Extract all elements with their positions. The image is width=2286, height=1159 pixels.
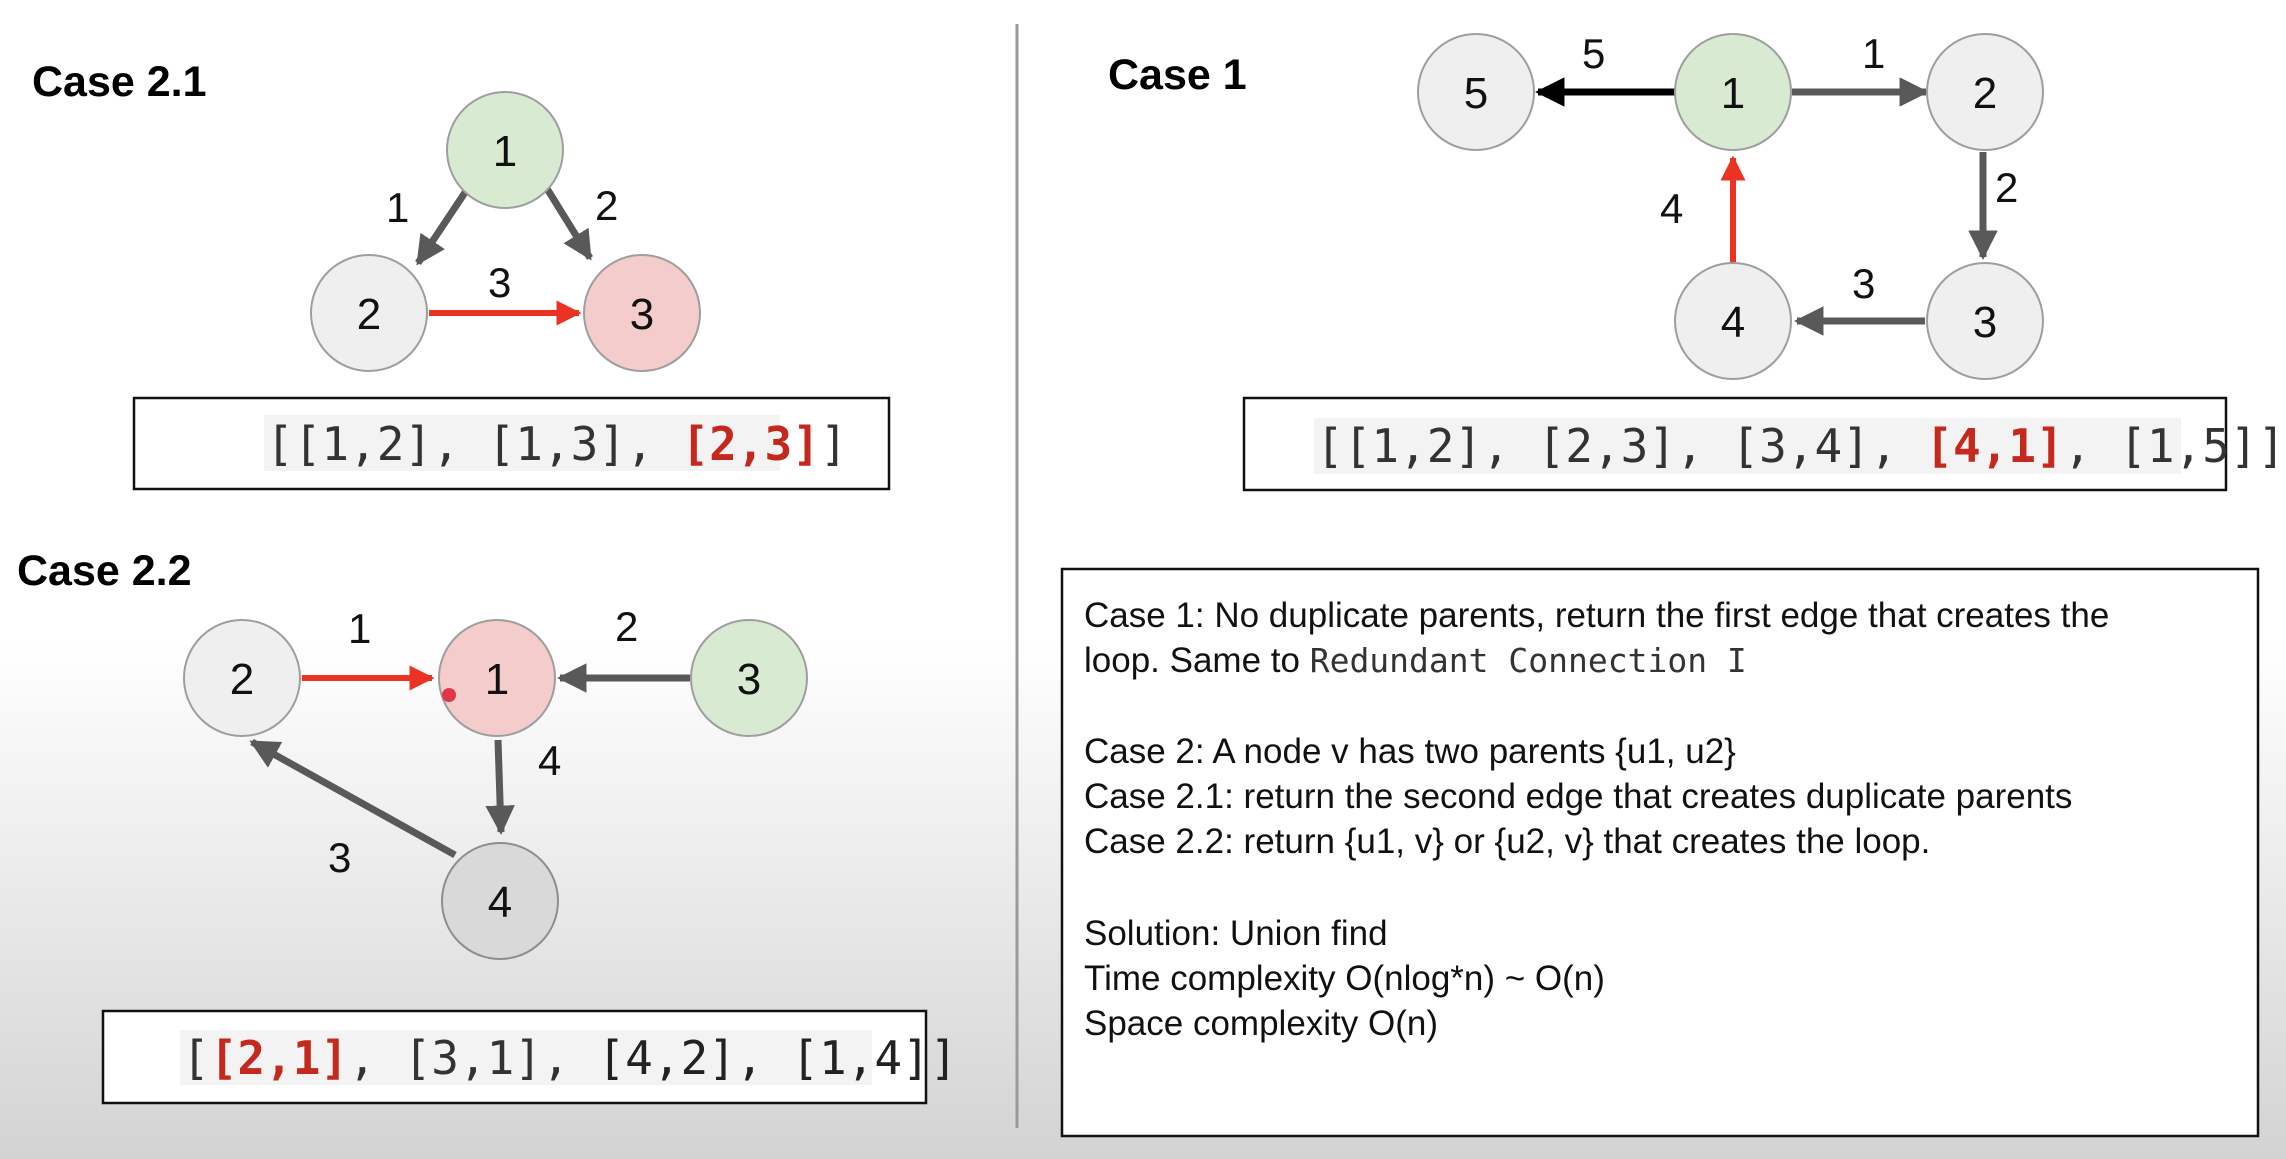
case-2-1-edge-1-2 [415,189,469,266]
case-2-2-node-1-label: 1 [485,655,509,704]
case-1-node-2 [1926,33,2044,151]
case-2-2-node-2-label: 2 [230,655,254,704]
description-panel: Case 1: No duplicate parents, return the… [1060,567,2260,1138]
case-1-code-suffix: , [1,5]] [2064,419,2286,473]
case-2-2-node-3-label: 3 [737,655,761,704]
case-2-1-edge-1-3 [543,185,593,261]
case-2-2-edge-label-4: 4 [538,737,561,784]
case-2-2-edge-1-4 [485,739,515,835]
case-2-1-title: Case 2.1 [32,58,207,106]
case-1-panel: Case 1 5 1 2 3 4 5 1 2 3 4 [[1,2], [2,3]… [1108,30,2285,492]
case-2-2-title: Case 2.2 [17,547,192,595]
case-2-1-code-highlight: [2,3] [681,417,819,471]
case-2-1-code-suffix: ] [820,417,848,471]
case-2-1-code-bg [264,415,780,471]
case-2-2-panel: Case 2.2 1 2 3 4 2 1 3 4 [[2,1], [3,1], … [17,547,957,1105]
case-2-2-code-highlight: [2,1] [210,1031,348,1085]
case-2-1-node-1-label: 1 [493,127,517,176]
case-2-1-node-2 [310,254,428,372]
case-2-1-code-prefix: [[1,2], [1,3], [266,417,681,471]
case-1-edge-label-5: 5 [1582,30,1605,77]
case-2-2-edge-label-1: 1 [348,605,371,652]
case-2-1-edge-list: [[1,2], [1,3], [2,3]] [266,417,848,471]
case-2-1-node-3 [583,254,701,372]
case-1-node-5 [1417,33,1535,151]
case-1-node-1 [1674,33,1792,151]
case-2-1-panel: Case 2.1 1 2 3 1 2 3 [[1,2], [1,3], [2,3… [32,58,891,491]
case-2-2-code-suffix: [4,2], [1,4]] [597,1031,957,1085]
case-2-1-edge-label-3: 3 [488,259,511,306]
case-1-node-4 [1674,262,1792,380]
case-2-2-node-4-label: 4 [488,878,512,927]
case-2-2-edge-label-3: 3 [328,834,351,881]
case-2-2-edge-4-2 [249,738,457,859]
case-1-node-2-label: 2 [1973,69,1997,118]
case-1-node-5-label: 5 [1464,69,1488,118]
case-1-code-highlight: [4,1] [1925,419,2063,473]
case-1-edge-label-4: 4 [1660,185,1683,232]
case-1-code-prefix: [[1,2], [2,3], [3,4], [1316,419,1925,473]
desc-line-loop-code: Redundant Connection I [1310,641,1747,680]
case-2-2-code-middle: , [3,1], [348,1031,597,1085]
desc-line-loop: loop. Same to Redundant Connection I [1084,641,1747,680]
case-2-1-node-3-label: 3 [630,290,654,339]
case-2-2-code-prefix: [ [182,1031,210,1085]
case-2-1-edge-label-2: 2 [595,182,618,229]
desc-line-case21: Case 2.1: return the second edge that cr… [1084,777,2072,816]
case-1-node-1-label: 1 [1721,69,1745,118]
case-1-edge-label-3: 3 [1852,260,1875,307]
case-2-2-node-1 [438,619,556,737]
case-2-2-edge-list: [[2,1], [3,1], [4,2], [1,4]] [182,1031,957,1085]
case-2-2-code-bg [180,1030,872,1085]
case-1-node-3-label: 3 [1973,298,1997,347]
case-1-title: Case 1 [1108,51,1247,99]
case-1-node-4-label: 4 [1721,298,1745,347]
case-2-2-node-2 [183,619,301,737]
desc-line-time: Time complexity O(nlog*n) ~ O(n) [1084,959,1605,998]
desc-line-case1: Case 1: No duplicate parents, return the… [1084,596,2109,635]
case-2-1-node-2-label: 2 [357,290,381,339]
case-2-2-node-4 [441,842,559,960]
case-1-edge-label-2: 2 [1995,164,2018,211]
case-2-2-node-3 [690,619,808,737]
case-2-1-node-1 [446,91,564,209]
case-2-1-edge-label-1: 1 [386,184,409,231]
case-1-edge-label-1: 1 [1862,30,1885,77]
desc-line-loop-text: loop. Same to [1084,641,1310,680]
desc-line-case22: Case 2.2: return {u1, v} or {u2, v} that… [1084,822,1930,861]
case-1-code-bg [1314,418,2181,474]
desc-line-case2: Case 2: A node v has two parents {u1, u2… [1084,732,1736,771]
case-1-node-3 [1926,262,2044,380]
case-1-edge-list: [[1,2], [2,3], [3,4], [4,1], [1,5]] [1316,419,2285,473]
desc-line-space: Space complexity O(n) [1084,1004,1438,1043]
description-box [1060,567,2260,1138]
desc-line-solution: Solution: Union find [1084,914,1388,953]
case-2-2-edge-label-2: 2 [615,603,638,650]
case-2-2-marker-dot [442,688,456,702]
